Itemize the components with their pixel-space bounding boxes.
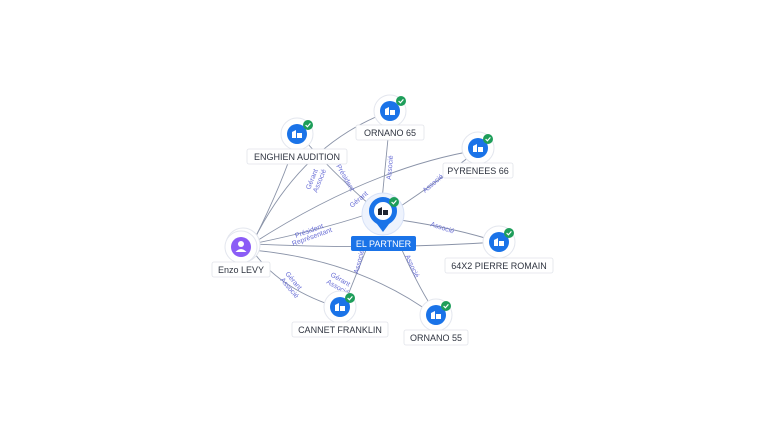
edge-label-associe-ornano55: Associé <box>403 254 420 279</box>
company-node-ornano55[interactable]: ORNANO 55 <box>403 298 469 346</box>
edge-label-associe-ornano65: Associé <box>386 155 395 180</box>
company-node-cannet-franklin[interactable]: CANNET FRANKLIN <box>291 290 389 338</box>
verified-check-icon <box>345 293 355 303</box>
edge-label-associe-pyrenees: Associé <box>422 173 445 194</box>
person-node-enzo-levy[interactable]: Enzo LEVY <box>211 227 271 278</box>
company-node-pyrenees66[interactable]: PYRENEES 66 <box>442 131 514 179</box>
building-icon <box>378 207 388 215</box>
verified-check-icon <box>396 96 406 106</box>
company-label-ornano55: ORNANO 55 <box>410 333 462 343</box>
edge-person-ornano55 <box>251 249 436 317</box>
company-node-ornano65[interactable]: ORNANO 65 <box>355 94 425 141</box>
company-node-enghien-audition[interactable]: ENGHIEN AUDITION <box>246 117 348 165</box>
verified-check-icon <box>504 228 514 238</box>
company-label-cannet: CANNET FRANKLIN <box>298 325 382 335</box>
person-label-enzo-levy: Enzo LEVY <box>218 265 264 275</box>
edge-label-president-enghien: Président <box>334 164 355 193</box>
company-label-pierre: 64X2 PIERRE ROMAIN <box>451 261 547 271</box>
center-label-el-partner: EL PARTNER <box>356 239 412 249</box>
edge-label-associe-pierre: Associé <box>429 221 455 235</box>
company-label-ornano65: ORNANO 65 <box>364 128 416 138</box>
edge-label-associe-cannet: Associé <box>353 249 366 275</box>
verified-check-icon <box>303 120 313 130</box>
company-node-64x2-pierre-romain[interactable]: 64X2 PIERRE ROMAIN <box>444 225 554 274</box>
company-label-pyrenees: PYRENEES 66 <box>447 166 509 176</box>
verified-check-icon <box>483 134 493 144</box>
verified-check-icon <box>389 197 399 207</box>
edge-person-pyrenees <box>251 149 479 245</box>
verified-check-icon <box>441 301 451 311</box>
edge-person-center <box>251 214 366 245</box>
center-node-el-partner[interactable]: EL PARTNER <box>351 192 416 251</box>
company-label-enghien: ENGHIEN AUDITION <box>254 152 340 162</box>
